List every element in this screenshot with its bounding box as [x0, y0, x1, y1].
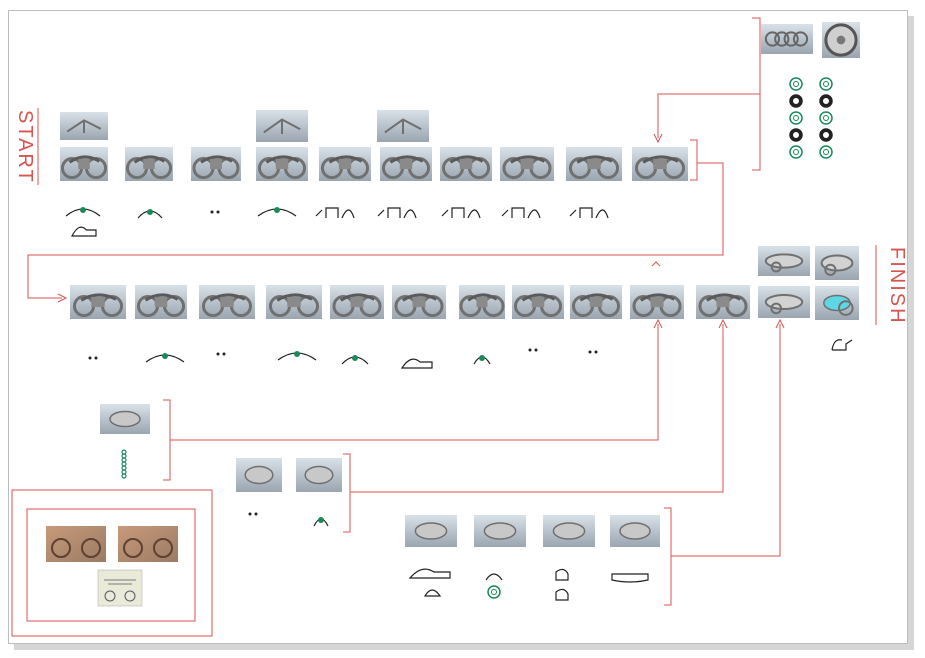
part-thumbnail — [632, 147, 688, 181]
start-label: START — [14, 110, 36, 184]
sketch-icon — [257, 207, 297, 217]
part-thumbnail — [256, 147, 308, 181]
part-thumbnail — [459, 285, 505, 319]
sketch-icon — [65, 207, 101, 217]
finish-label: FINISH — [886, 247, 908, 325]
part-thumbnail — [60, 147, 108, 181]
arrowhead — [653, 133, 663, 144]
tread-icon — [789, 94, 803, 108]
sketch-icon — [485, 573, 503, 581]
part-thumbnail — [610, 515, 660, 547]
part-thumbnail — [758, 286, 810, 318]
part-thumbnail — [512, 285, 564, 319]
flow-connector-row1-row2 — [27, 139, 724, 299]
flow-connector-chain — [170, 324, 659, 441]
part-thumbnail — [296, 458, 342, 492]
part-thumbnail — [70, 285, 126, 319]
tread-icon — [789, 145, 803, 159]
part-thumbnail — [440, 147, 492, 181]
tread-icon — [819, 145, 833, 159]
tread-icon — [789, 111, 803, 125]
reference-blueprint — [97, 569, 143, 607]
sketch-icon — [377, 207, 417, 219]
part-thumbnail — [319, 147, 371, 181]
part-thumbnail — [474, 515, 526, 547]
sketch-icon — [400, 358, 433, 369]
part-thumbnail — [815, 286, 859, 320]
flow-connector-wheels — [657, 93, 760, 138]
reference-photo — [118, 526, 178, 562]
bracket-chain — [163, 399, 171, 481]
part-thumbnail — [500, 147, 554, 181]
sketch-icon — [528, 348, 538, 352]
part-thumbnail-top-extra — [60, 112, 108, 140]
sketch-icon — [555, 568, 569, 601]
reference-photo — [46, 526, 106, 562]
part-thumbnail — [566, 147, 622, 181]
sketch-icon — [408, 568, 451, 579]
part-thumbnail — [761, 24, 813, 54]
part-thumbnail — [570, 285, 622, 319]
part-thumbnail — [815, 246, 859, 280]
marker-caret — [651, 261, 661, 267]
sketch-icon — [588, 350, 598, 354]
part-thumbnail — [266, 285, 322, 319]
tread-icon — [819, 94, 833, 108]
part-thumbnail — [100, 404, 150, 434]
part-thumbnail — [630, 285, 684, 319]
sketch-icon — [313, 517, 329, 527]
part-thumbnail-top-extra — [256, 110, 308, 142]
part-thumbnail — [191, 147, 241, 181]
sketch-icon — [145, 353, 185, 363]
sketch-icon — [569, 207, 609, 219]
sketch-icon — [441, 207, 481, 219]
sketch-icon — [121, 449, 127, 479]
part-thumbnail — [125, 147, 173, 181]
tread-icon — [819, 77, 833, 91]
tread-icon — [789, 128, 803, 142]
sketch-icon — [248, 512, 258, 516]
sketch-icon — [611, 573, 649, 583]
flow-connector-seat — [350, 324, 724, 493]
sketch-icon — [210, 210, 220, 214]
bracket-seat — [343, 453, 351, 533]
part-thumbnail — [236, 458, 282, 492]
reference-frame-inner — [26, 508, 196, 622]
tread-icon — [819, 111, 833, 125]
part-thumbnail — [696, 285, 750, 319]
tread-icon — [487, 585, 501, 599]
sketch-icon — [473, 355, 491, 365]
part-thumbnail — [822, 22, 860, 58]
part-thumbnail — [330, 285, 384, 319]
part-thumbnail — [135, 285, 187, 319]
part-thumbnail — [380, 147, 432, 181]
bracket-fender — [664, 507, 672, 606]
sketch-icon — [501, 207, 541, 219]
sketch-icon — [277, 351, 317, 361]
sketch-icon — [137, 209, 163, 219]
arrowhead — [718, 318, 728, 329]
flow-connector-fender — [671, 324, 781, 557]
sketch-icon — [831, 339, 853, 351]
part-thumbnail — [405, 515, 457, 547]
part-thumbnail — [758, 246, 810, 276]
part-thumbnail-top-extra — [377, 110, 429, 142]
sketch-icon — [315, 207, 355, 219]
arrowhead — [653, 318, 663, 329]
sketch-icon — [216, 352, 226, 356]
sketch-icon — [423, 589, 442, 597]
arrowhead — [775, 318, 785, 329]
sketch-icon — [88, 356, 98, 360]
sketch-icon — [341, 355, 369, 365]
reference-frame-outer — [11, 489, 213, 637]
part-thumbnail — [199, 285, 255, 319]
bracket-row1 — [690, 163, 698, 181]
arrowhead — [57, 293, 68, 303]
tread-icon — [819, 128, 833, 142]
part-thumbnail — [543, 515, 595, 547]
tread-icon — [789, 77, 803, 91]
part-thumbnail — [392, 285, 446, 319]
sketch-icon — [71, 226, 97, 237]
